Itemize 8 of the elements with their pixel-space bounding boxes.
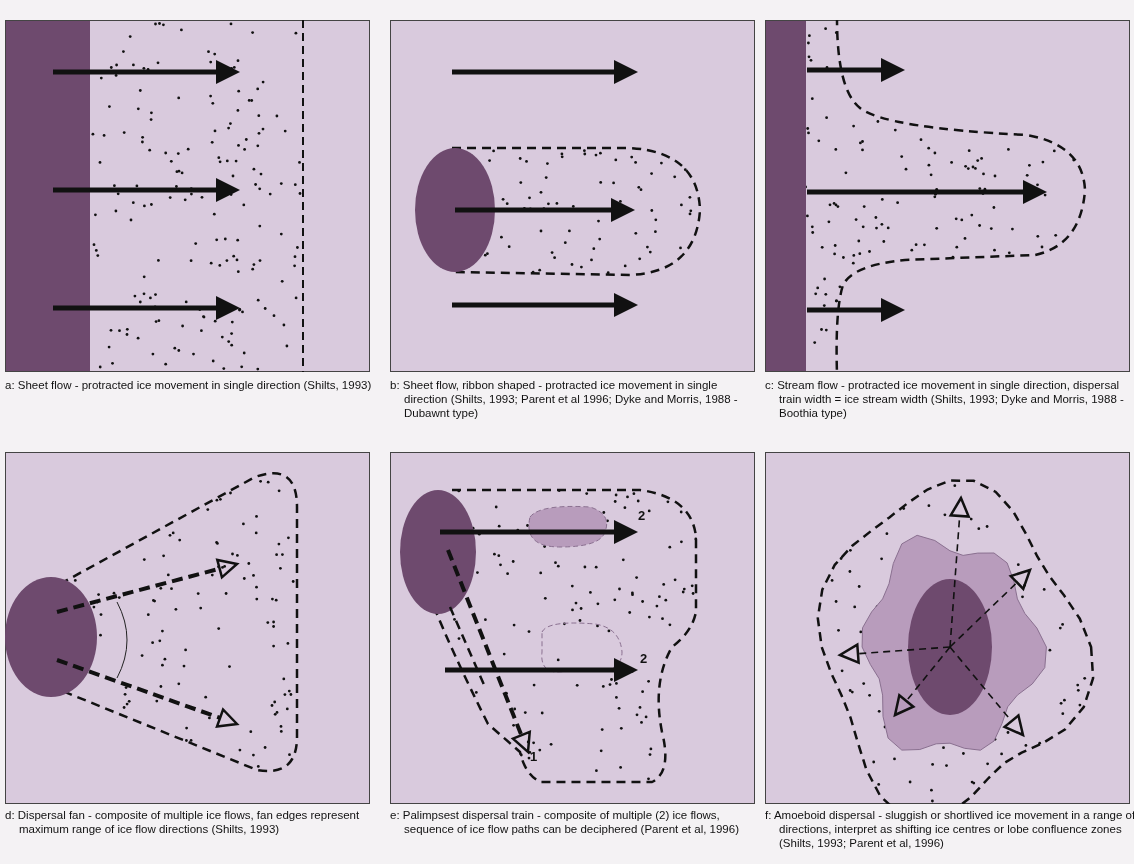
figure-caption: d: Dispersal fan - composite of multiple ice flows, fan edges represent maximum range of ice flow directions (Shilts, 1993)	[5, 808, 361, 836]
sequence-number: 1	[530, 749, 538, 764]
figure-caption: e: Palimpsest dispersal train - composite of multiple (2) ice flows, sequence of ice flow paths can be deciphered (Parent et al, 1996)	[390, 808, 740, 836]
sequence-number: 2	[640, 651, 648, 666]
figure-caption: a: Sheet flow - protracted ice movement in single direction (Shilts, 1993)	[5, 378, 373, 392]
sequence-number: 2	[638, 508, 646, 523]
figure-caption: c: Stream flow - protracted ice movement in single direction, dispersal train width = ice stream width (Shilts, 1993; Dyke and Morris, 1988 - Boothia type)	[765, 378, 1125, 420]
figure-caption: b: Sheet flow, ribbon shaped - protracted ice movement in single direction (Shilts, 1993; Parent et al 1996; Dyke and Morris, 1988 - Dubawnt type)	[390, 378, 739, 420]
